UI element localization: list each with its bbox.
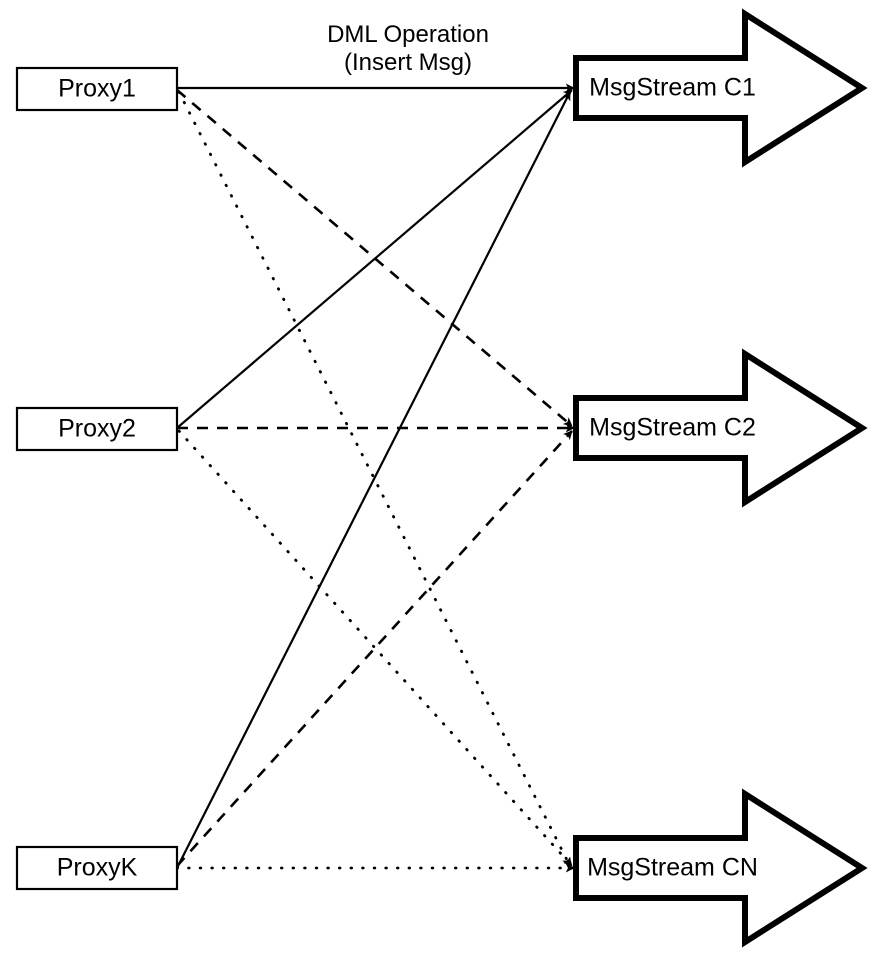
proxy1-label: Proxy1 bbox=[58, 75, 136, 103]
stream-c2-arrow-shape[interactable] bbox=[573, 348, 868, 508]
link-proxy2-to-stream-c1 bbox=[176, 89, 573, 429]
links-layer bbox=[175, 83, 576, 873]
link-proxyk-to-stream-c2 bbox=[176, 430, 573, 867]
proxy-nodes-layer: Proxy1 Proxy2 ProxyK bbox=[15, 66, 179, 891]
stream-c1-label: MsgStream C1 bbox=[589, 74, 756, 102]
stream-node-c1[interactable]: MsgStream C1 bbox=[573, 8, 868, 168]
link-proxy2-to-stream-cn bbox=[177, 429, 574, 868]
proxy-node-proxy2[interactable]: Proxy2 bbox=[15, 406, 179, 452]
stream-c1-arrow-shape[interactable] bbox=[573, 8, 868, 168]
stream-cn-arrow-shape[interactable] bbox=[573, 788, 868, 948]
proxy2-box[interactable] bbox=[15, 406, 179, 452]
proxyk-label: ProxyK bbox=[57, 854, 138, 882]
link-proxy1-to-stream-c2 bbox=[176, 89, 573, 427]
proxy-node-proxy1[interactable]: Proxy1 bbox=[15, 66, 179, 112]
stream-c2-label: MsgStream C2 bbox=[589, 414, 756, 442]
edge-label-line-1: DML Operation bbox=[327, 21, 489, 48]
edge-label-line-2: (Insert Msg) bbox=[344, 49, 472, 76]
stream-node-c2[interactable]: MsgStream C2 bbox=[573, 348, 868, 508]
proxyk-box[interactable] bbox=[15, 845, 179, 891]
stream-nodes-layer: MsgStream C1 MsgStream C2 MsgStream CN bbox=[573, 8, 868, 948]
proxy2-label: Proxy2 bbox=[58, 415, 136, 443]
edge-label-dml-operation: DML Operation (Insert Msg) bbox=[327, 21, 489, 76]
proxy1-box[interactable] bbox=[15, 66, 179, 112]
stream-cn-label: MsgStream CN bbox=[587, 854, 758, 882]
proxy-node-proxyk[interactable]: ProxyK bbox=[15, 845, 179, 891]
stream-node-cn[interactable]: MsgStream CN bbox=[573, 788, 868, 948]
link-proxyk-to-stream-c1 bbox=[176, 91, 571, 869]
